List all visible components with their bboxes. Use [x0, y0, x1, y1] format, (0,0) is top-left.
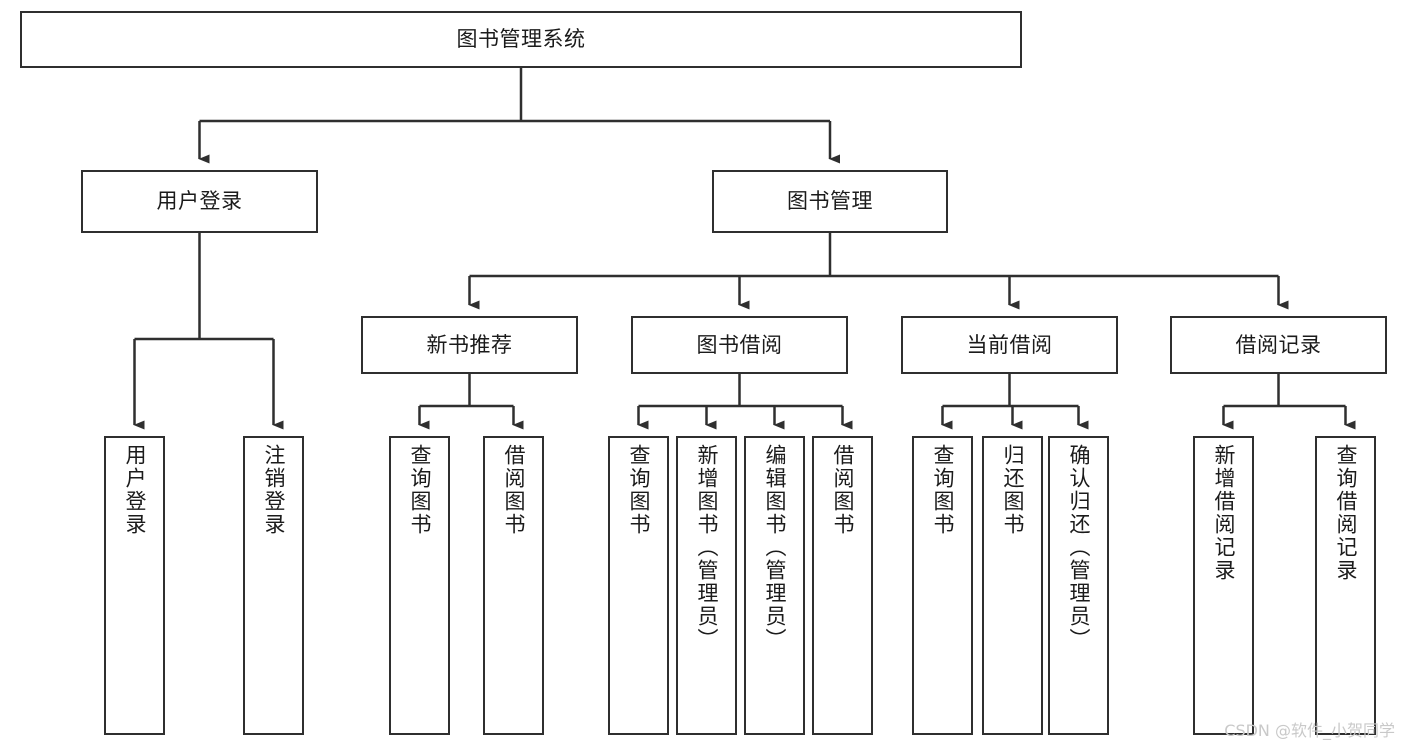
leaf-edit-book-label: 编辑图书（管理员）	[763, 444, 787, 651]
leaf-user-login[interactable]: 用户登录	[104, 436, 165, 735]
leaf-return-book-label: 归还图书	[1001, 444, 1025, 536]
leaf-query-book-recommend-label: 查询图书	[408, 444, 432, 536]
leaf-borrow-book[interactable]: 借阅图书	[812, 436, 873, 735]
leaf-logout[interactable]: 注销登录	[243, 436, 304, 735]
leaf-add-book-label: 新增图书（管理员）	[695, 444, 719, 651]
watermark: CSDN @软件_小贺同学	[1224, 721, 1395, 740]
leaf-borrow-book-recommend-label: 借阅图书	[502, 444, 526, 536]
node-current-borrow-label: 当前借阅	[966, 332, 1053, 357]
node-user-login-label: 用户登录	[156, 189, 243, 214]
leaf-query-borrow-record[interactable]: 查询借阅记录	[1315, 436, 1376, 735]
leaf-query-book-recommend[interactable]: 查询图书	[389, 436, 450, 735]
node-borrow-record[interactable]: 借阅记录	[1170, 316, 1387, 374]
leaf-logout-label: 注销登录	[262, 444, 286, 536]
leaf-add-book[interactable]: 新增图书（管理员）	[676, 436, 737, 735]
leaf-confirm-return[interactable]: 确认归还（管理员）	[1048, 436, 1109, 735]
leaf-edit-book[interactable]: 编辑图书（管理员）	[744, 436, 805, 735]
leaf-user-login-label: 用户登录	[123, 444, 147, 536]
leaf-query-borrow-record-label: 查询借阅记录	[1334, 444, 1358, 582]
node-user-login[interactable]: 用户登录	[81, 170, 318, 233]
node-book-borrow-label: 图书借阅	[696, 332, 783, 357]
node-book-manage-label: 图书管理	[787, 189, 873, 214]
node-borrow-record-label: 借阅记录	[1235, 332, 1322, 357]
leaf-confirm-return-label: 确认归还（管理员）	[1067, 444, 1091, 651]
node-book-borrow[interactable]: 图书借阅	[631, 316, 848, 374]
leaf-query-book-borrow-label: 查询图书	[627, 444, 651, 536]
leaf-return-book[interactable]: 归还图书	[982, 436, 1043, 735]
leaf-add-borrow-record[interactable]: 新增借阅记录	[1193, 436, 1254, 735]
node-new-book-recommend-label: 新书推荐	[426, 332, 513, 357]
node-new-book-recommend[interactable]: 新书推荐	[361, 316, 578, 374]
leaf-query-book-borrow[interactable]: 查询图书	[608, 436, 669, 735]
node-current-borrow[interactable]: 当前借阅	[901, 316, 1118, 374]
leaf-add-borrow-record-label: 新增借阅记录	[1212, 444, 1236, 582]
node-root[interactable]: 图书管理系统	[20, 11, 1022, 68]
node-root-label: 图书管理系统	[456, 27, 586, 52]
node-book-manage[interactable]: 图书管理	[712, 170, 948, 233]
leaf-borrow-book-label: 借阅图书	[831, 444, 855, 536]
leaf-query-book-current[interactable]: 查询图书	[912, 436, 973, 735]
leaf-borrow-book-recommend[interactable]: 借阅图书	[483, 436, 544, 735]
leaf-query-book-current-label: 查询图书	[931, 444, 955, 536]
